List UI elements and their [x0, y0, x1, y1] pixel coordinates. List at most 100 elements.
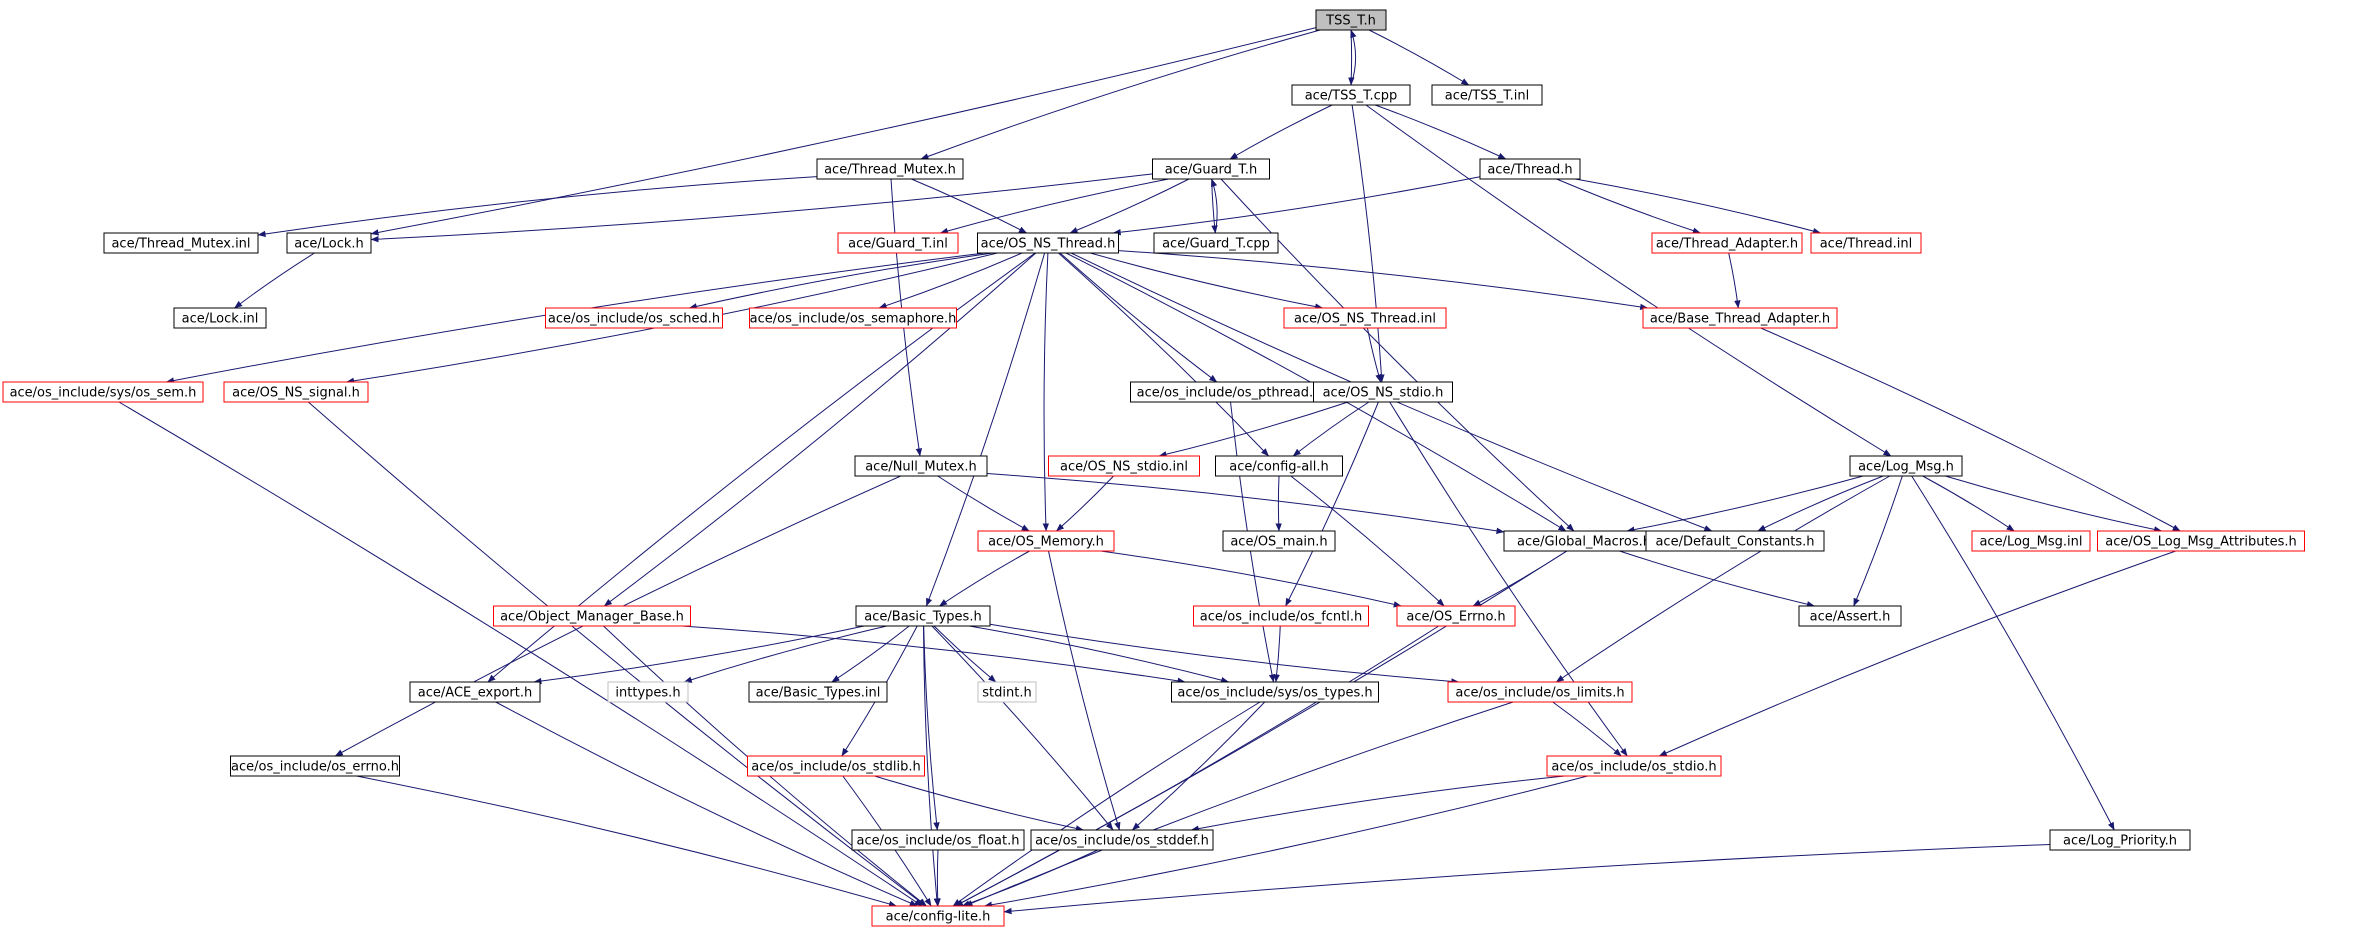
node-box — [871, 905, 1005, 927]
node-lock-h[interactable]: ace/Lock.h — [286, 232, 372, 254]
node-thread-mutex-inl[interactable]: ace/Thread_Mutex.inl — [103, 232, 259, 254]
edge-os_float_h-to-config_lite_h — [934, 849, 941, 907]
node-box — [103, 232, 259, 254]
node-tss-t-cpp[interactable]: ace/TSS_T.cpp — [1291, 84, 1411, 106]
node-os-main-h[interactable]: ace/OS_main.h — [1222, 530, 1336, 552]
edge-os_ns_thread_h-to-os_sched_h — [688, 252, 993, 310]
node-inttypes-h[interactable]: inttypes.h — [607, 681, 689, 703]
edge-os_log_msg_attributes_h-to-os_stdio_h — [1658, 550, 2176, 757]
node-label: ace/OS_Errno.h — [1406, 610, 1505, 625]
node-object-manager-base-h[interactable]: ace/Object_Manager_Base.h — [493, 605, 691, 627]
node-box — [1153, 232, 1279, 254]
node-os-float-h[interactable]: ace/os_include/os_float.h — [851, 829, 1025, 851]
node-label: ace/TSS_T.cpp — [1305, 89, 1398, 104]
edge-sys_os_sem_h-to-config_lite_h — [118, 401, 923, 907]
node-default-constants-h[interactable]: ace/Default_Constants.h — [1645, 530, 1825, 552]
node-config-all-h[interactable]: ace/config-all.h — [1215, 455, 1343, 477]
edge-tss_t_cpp-to-guard_t_h — [1229, 104, 1333, 160]
edge-base_thread_adapter_h-to-os_log_msg_attributes_h — [1760, 327, 2181, 532]
node-label: ace/Lock.h — [294, 237, 364, 252]
node-box — [545, 307, 723, 329]
edge-os_ns_thread_inl-to-os_ns_stdio_h — [1366, 327, 1382, 383]
node-os-stdlib-h[interactable]: ace/os_include/os_stdlib.h — [747, 755, 925, 777]
node-ace-export-h[interactable]: ace/ACE_export.h — [409, 681, 541, 703]
node-os-stdio-h[interactable]: ace/os_include/os_stdio.h — [1546, 755, 1722, 777]
node-thread-inl[interactable]: ace/Thread.inl — [1810, 232, 1922, 254]
edge-os_ns_thread_h-to-base_thread_adapter_h — [1118, 250, 1649, 311]
node-box — [2, 381, 204, 403]
edge-os_ns_stdio_h-to-os_stdio_h — [1389, 401, 1628, 757]
edge-global_macros_h-to-assert_h — [1619, 550, 1815, 608]
node-os-stddef-h[interactable]: ace/os_include/os_stddef.h — [1030, 829, 1214, 851]
edge-os_ns_thread_h-to-os_memory_h — [1042, 252, 1050, 532]
node-box — [977, 530, 1115, 552]
node-log-msg-inl[interactable]: ace/Log_Msg.inl — [1971, 530, 2091, 552]
node-os-memory-h[interactable]: ace/OS_Memory.h — [977, 530, 1115, 552]
node-os-ns-stdio-inl[interactable]: ace/OS_NS_stdio.inl — [1048, 455, 1200, 477]
node-os-limits-h[interactable]: ace/os_include/os_limits.h — [1447, 681, 1633, 703]
node-log-msg-h[interactable]: ace/Log_Msg.h — [1849, 455, 1963, 477]
node-label: ace/OS_NS_Thread.inl — [1294, 312, 1436, 327]
node-global-macros-h[interactable]: ace/Global_Macros.h — [1503, 530, 1665, 552]
node-guard-t-cpp[interactable]: ace/Guard_T.cpp — [1153, 232, 1279, 254]
edge-null_mutex_h-to-os_memory_h — [937, 475, 1030, 532]
node-label: ace/OS_NS_Thread.h — [981, 237, 1116, 252]
node-sys-os-sem-h[interactable]: ace/os_include/sys/os_sem.h — [2, 381, 204, 403]
node-box — [1546, 755, 1722, 777]
node-box — [607, 681, 689, 703]
node-null-mutex-h[interactable]: ace/Null_Mutex.h — [854, 455, 988, 477]
node-lock-inl[interactable]: ace/Lock.inl — [173, 307, 267, 329]
node-guard-t-inl[interactable]: ace/Guard_T.inl — [837, 232, 959, 254]
node-label: ace/config-lite.h — [886, 910, 991, 925]
node-box — [977, 232, 1119, 254]
edge-tss_t_cpp-to-os_ns_stdio_h — [1351, 104, 1385, 383]
node-thread-adapter-h[interactable]: ace/Thread_Adapter.h — [1651, 232, 1803, 254]
node-log-priority-h[interactable]: ace/Log_Priority.h — [2049, 829, 2191, 851]
node-thread-h[interactable]: ace/Thread.h — [1479, 158, 1581, 180]
node-box — [1171, 681, 1379, 703]
edge-os_ns_thread_h-to-os_semaphore_h — [878, 252, 1023, 309]
node-thread-mutex-h[interactable]: ace/Thread_Mutex.h — [816, 158, 964, 180]
node-base-thread-adapter-h[interactable]: ace/Base_Thread_Adapter.h — [1642, 307, 1838, 329]
node-label: ace/OS_main.h — [1230, 535, 1327, 550]
node-os-ns-thread-inl[interactable]: ace/OS_NS_Thread.inl — [1283, 307, 1447, 329]
node-sys-os-types-h[interactable]: ace/os_include/sys/os_types.h — [1171, 681, 1379, 703]
node-os-ns-stdio-h[interactable]: ace/OS_NS_stdio.h — [1313, 381, 1453, 403]
node-guard-t-h[interactable]: ace/Guard_T.h — [1152, 158, 1270, 180]
node-tss-t-h[interactable]: TSS_T.h — [1315, 9, 1387, 31]
edge-basic_types_h-to-os_float_h — [923, 625, 940, 831]
node-tss-t-inl[interactable]: ace/TSS_T.inl — [1431, 84, 1543, 106]
node-label: ace/Guard_T.h — [1165, 163, 1257, 178]
node-box — [854, 455, 988, 477]
node-label: ace/Thread.h — [1487, 163, 1572, 178]
node-os-pthread-h[interactable]: ace/os_include/os_pthread.h — [1130, 381, 1328, 403]
node-box — [1651, 232, 1803, 254]
node-label: ace/os_include/os_float.h — [856, 834, 1019, 849]
node-assert-h[interactable]: ace/Assert.h — [1798, 605, 1902, 627]
node-basic-types-h[interactable]: ace/Basic_Types.h — [855, 605, 991, 627]
node-os-ns-thread-h[interactable]: ace/OS_NS_Thread.h — [977, 232, 1119, 254]
edge-basic_types_h-to-config_lite_h — [923, 625, 940, 907]
node-os-sched-h[interactable]: ace/os_include/os_sched.h — [545, 307, 723, 329]
node-label: ace/Thread_Mutex.h — [824, 163, 956, 178]
node-os-errno-upper-h[interactable]: ace/OS_Errno.h — [1396, 605, 1516, 627]
node-os-ns-signal-h[interactable]: ace/OS_NS_signal.h — [223, 381, 369, 403]
node-config-lite-h[interactable]: ace/config-lite.h — [871, 905, 1005, 927]
node-os-errno-h[interactable]: ace/os_include/os_errno.h — [230, 755, 400, 777]
node-box — [749, 307, 957, 329]
node-box — [816, 158, 964, 180]
node-label: ace/Object_Manager_Base.h — [500, 610, 684, 625]
node-stdint-h[interactable]: stdint.h — [977, 681, 1037, 703]
node-label: ace/Thread.inl — [1820, 237, 1913, 252]
edge-basic_types_h-to-os_limits_h — [989, 623, 1460, 685]
node-label: ace/os_include/sys/os_types.h — [1177, 686, 1372, 701]
node-label: TSS_T.h — [1325, 14, 1376, 29]
edge-os_ns_thread_h-to-os_pthread_h — [1059, 252, 1218, 383]
edge-thread_h-to-thread_inl — [1575, 178, 1821, 235]
node-os-semaphore-h[interactable]: ace/os_include/os_semaphore.h — [749, 307, 957, 329]
node-os-fcntl-h[interactable]: ace/os_include/os_fcntl.h — [1193, 605, 1369, 627]
node-os-log-msg-attributes-h[interactable]: ace/OS_Log_Msg_Attributes.h — [2097, 530, 2305, 552]
node-basic-types-inl[interactable]: ace/Basic_Types.inl — [748, 681, 888, 703]
node-box — [855, 605, 991, 627]
